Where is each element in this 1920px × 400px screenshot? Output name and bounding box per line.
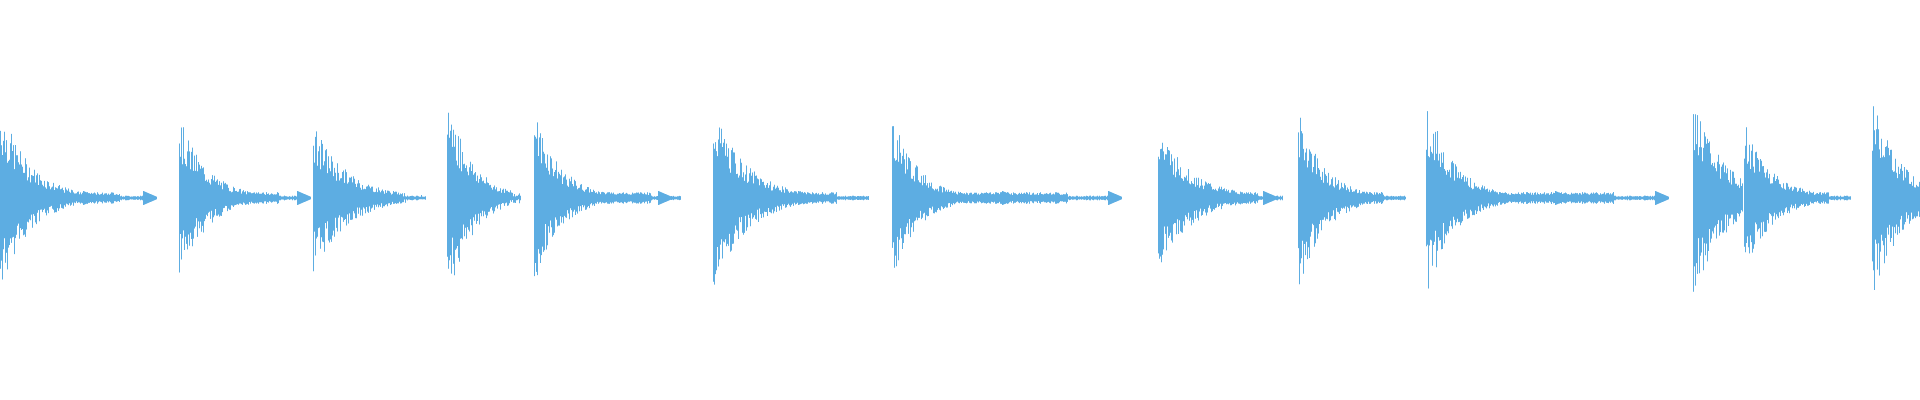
transient-burst (1158, 142, 1283, 263)
transient-burst (447, 112, 521, 276)
transient-burst (1693, 114, 1743, 292)
waveform-samples (713, 127, 869, 285)
waveform-samples (892, 126, 1122, 268)
waveform-samples (1426, 111, 1669, 289)
waveform-samples (1693, 114, 1743, 292)
waveform-samples (447, 112, 521, 276)
transient-burst (313, 131, 426, 272)
transient-burst (179, 127, 311, 273)
transient-burst (1744, 127, 1851, 254)
waveform-samples (0, 130, 157, 280)
waveform-samples (313, 131, 426, 272)
transient-burst (1872, 106, 1920, 290)
waveform-samples (534, 122, 681, 277)
waveform-bursts (0, 106, 1920, 292)
transient-burst (534, 122, 681, 277)
waveform-samples (179, 127, 311, 273)
waveform-samples (1872, 106, 1920, 290)
transient-burst (0, 130, 157, 280)
transient-burst (713, 127, 869, 285)
waveform-samples (1744, 127, 1851, 254)
waveform-samples (1158, 142, 1283, 263)
transient-burst (892, 126, 1122, 268)
transient-burst (1298, 117, 1406, 285)
transient-burst (1426, 111, 1669, 289)
waveform-samples (1298, 117, 1406, 285)
